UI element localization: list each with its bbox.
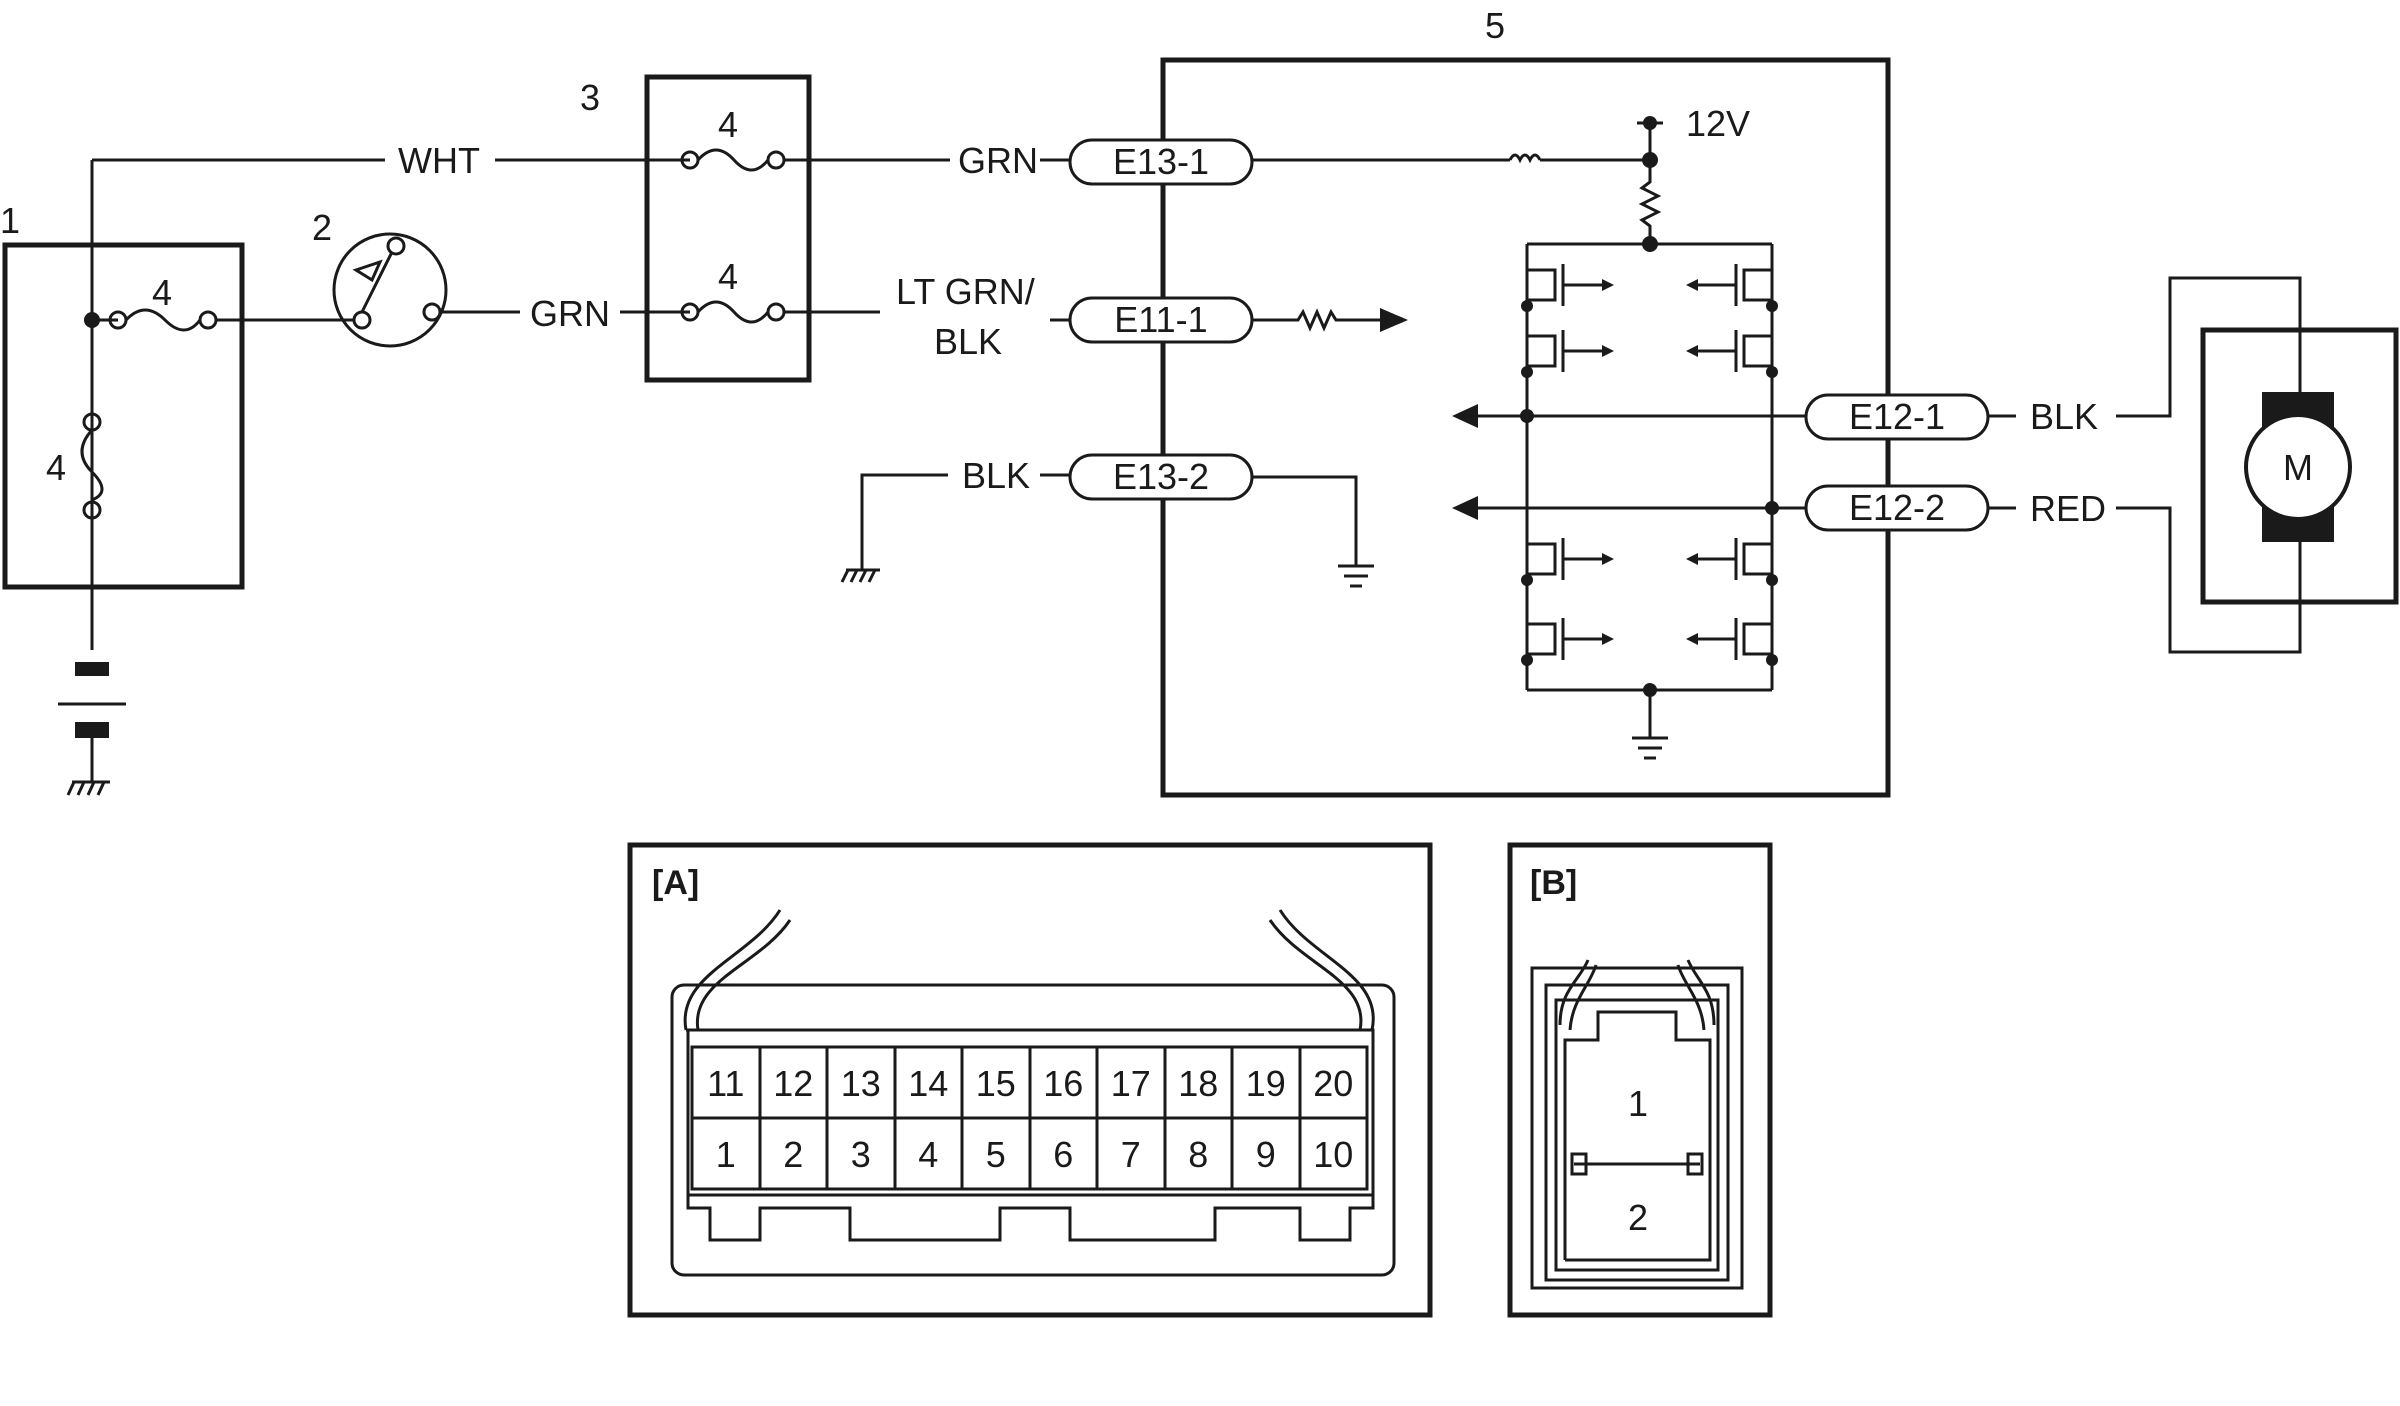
connector-a-pin: 19 [1246,1063,1286,1104]
fuse-1a-label: 4 [152,272,172,313]
wire-lt-grn-blk-label-2: BLK [934,321,1002,362]
wire-grn-top: GRN [784,140,1070,181]
wire-blk-motor: BLK [1988,276,2302,437]
wire-wht-label: WHT [398,140,480,181]
terminal-e13-2-label: E13-2 [1113,456,1209,497]
transistor-icon [1686,264,1778,378]
component-1-fuse-box: 1 4 4 [0,160,245,640]
connector-a-pin: 3 [851,1134,871,1175]
wire-lt-grn-blk: LT GRN/ BLK [784,271,1070,362]
transistor-icon [1521,264,1614,378]
connector-a-pin: 8 [1188,1134,1208,1175]
connector-a-pin: 11 [707,1063,744,1104]
fuse-1b-label: 4 [46,447,66,488]
ground-icon [66,780,110,796]
component-1-label: 1 [0,200,20,241]
wire-blk-ground-label: BLK [962,455,1030,496]
wire-wht: WHT [92,140,690,181]
connector-a-pin: 15 [976,1063,1016,1104]
component-2-label: 2 [312,207,332,248]
wire-blk-motor-label: BLK [2030,396,2098,437]
connector-a-pin: 9 [1256,1134,1276,1175]
connector-a-pin: 16 [1043,1063,1083,1104]
connector-a-pin: 2 [783,1134,803,1175]
connector-b-label: [B] [1530,864,1577,902]
connector-a-pin: 5 [986,1134,1006,1175]
connector-b: [B] 1 2 [1507,842,1773,1318]
wire-red-motor-label: RED [2030,488,2106,529]
motor: M [2200,327,2399,605]
connector-a-pin: 13 [841,1063,881,1104]
component-3-fuse-block: 3 4 4 [580,74,812,383]
connector-a-label: [A] [652,864,699,902]
battery [58,518,126,782]
connector-a-grid [690,1045,1369,1191]
connector-a-pin: 14 [908,1063,948,1104]
component-2-ignition-switch: 2 GRN [216,207,690,348]
connector-a-pin: 7 [1121,1134,1141,1175]
connector-a-pin: 18 [1178,1063,1218,1104]
terminal-e13-1 [1068,138,1254,186]
wire-red-motor: RED [1988,488,2302,654]
supply-12v-label: 12V [1686,103,1750,144]
wire-grn-switch-label: GRN [530,293,610,334]
component-5-controller: 5 E13-1 12V E11-1 E13-2 [1068,5,1990,798]
connector-b-pin: 2 [1628,1197,1648,1238]
transistor-icon [1686,538,1778,666]
terminal-e13-1-label: E13-1 [1113,141,1209,182]
terminal-e12-1-label: E12-1 [1849,396,1945,437]
component-3-label: 3 [580,77,600,118]
connector-a-pin: 6 [1053,1134,1073,1175]
connector-b-pin: 1 [1628,1083,1648,1124]
fuse-3a-label: 4 [718,104,738,145]
motor-icon-label: M [2283,447,2313,488]
terminal-e11-1-label: E11-1 [1114,299,1207,340]
connector-a-pin: 12 [773,1063,813,1104]
wire-lt-grn-blk-label-1: LT GRN/ [896,271,1035,312]
fuse-3b-label: 4 [718,256,738,297]
connector-a-pin: 4 [918,1134,938,1175]
connector-a-pin: 17 [1111,1063,1151,1104]
connector-a-pin: 20 [1313,1063,1353,1104]
terminal-e12-2-label: E12-2 [1849,487,1945,528]
wire-grn-top-label: GRN [958,140,1038,181]
component-5-label: 5 [1485,5,1505,46]
transistor-icon [1521,538,1614,666]
wire-blk-ground: BLK [840,455,1070,583]
connector-a-pin: 10 [1313,1134,1353,1175]
connector-a-pin: 1 [716,1134,736,1175]
